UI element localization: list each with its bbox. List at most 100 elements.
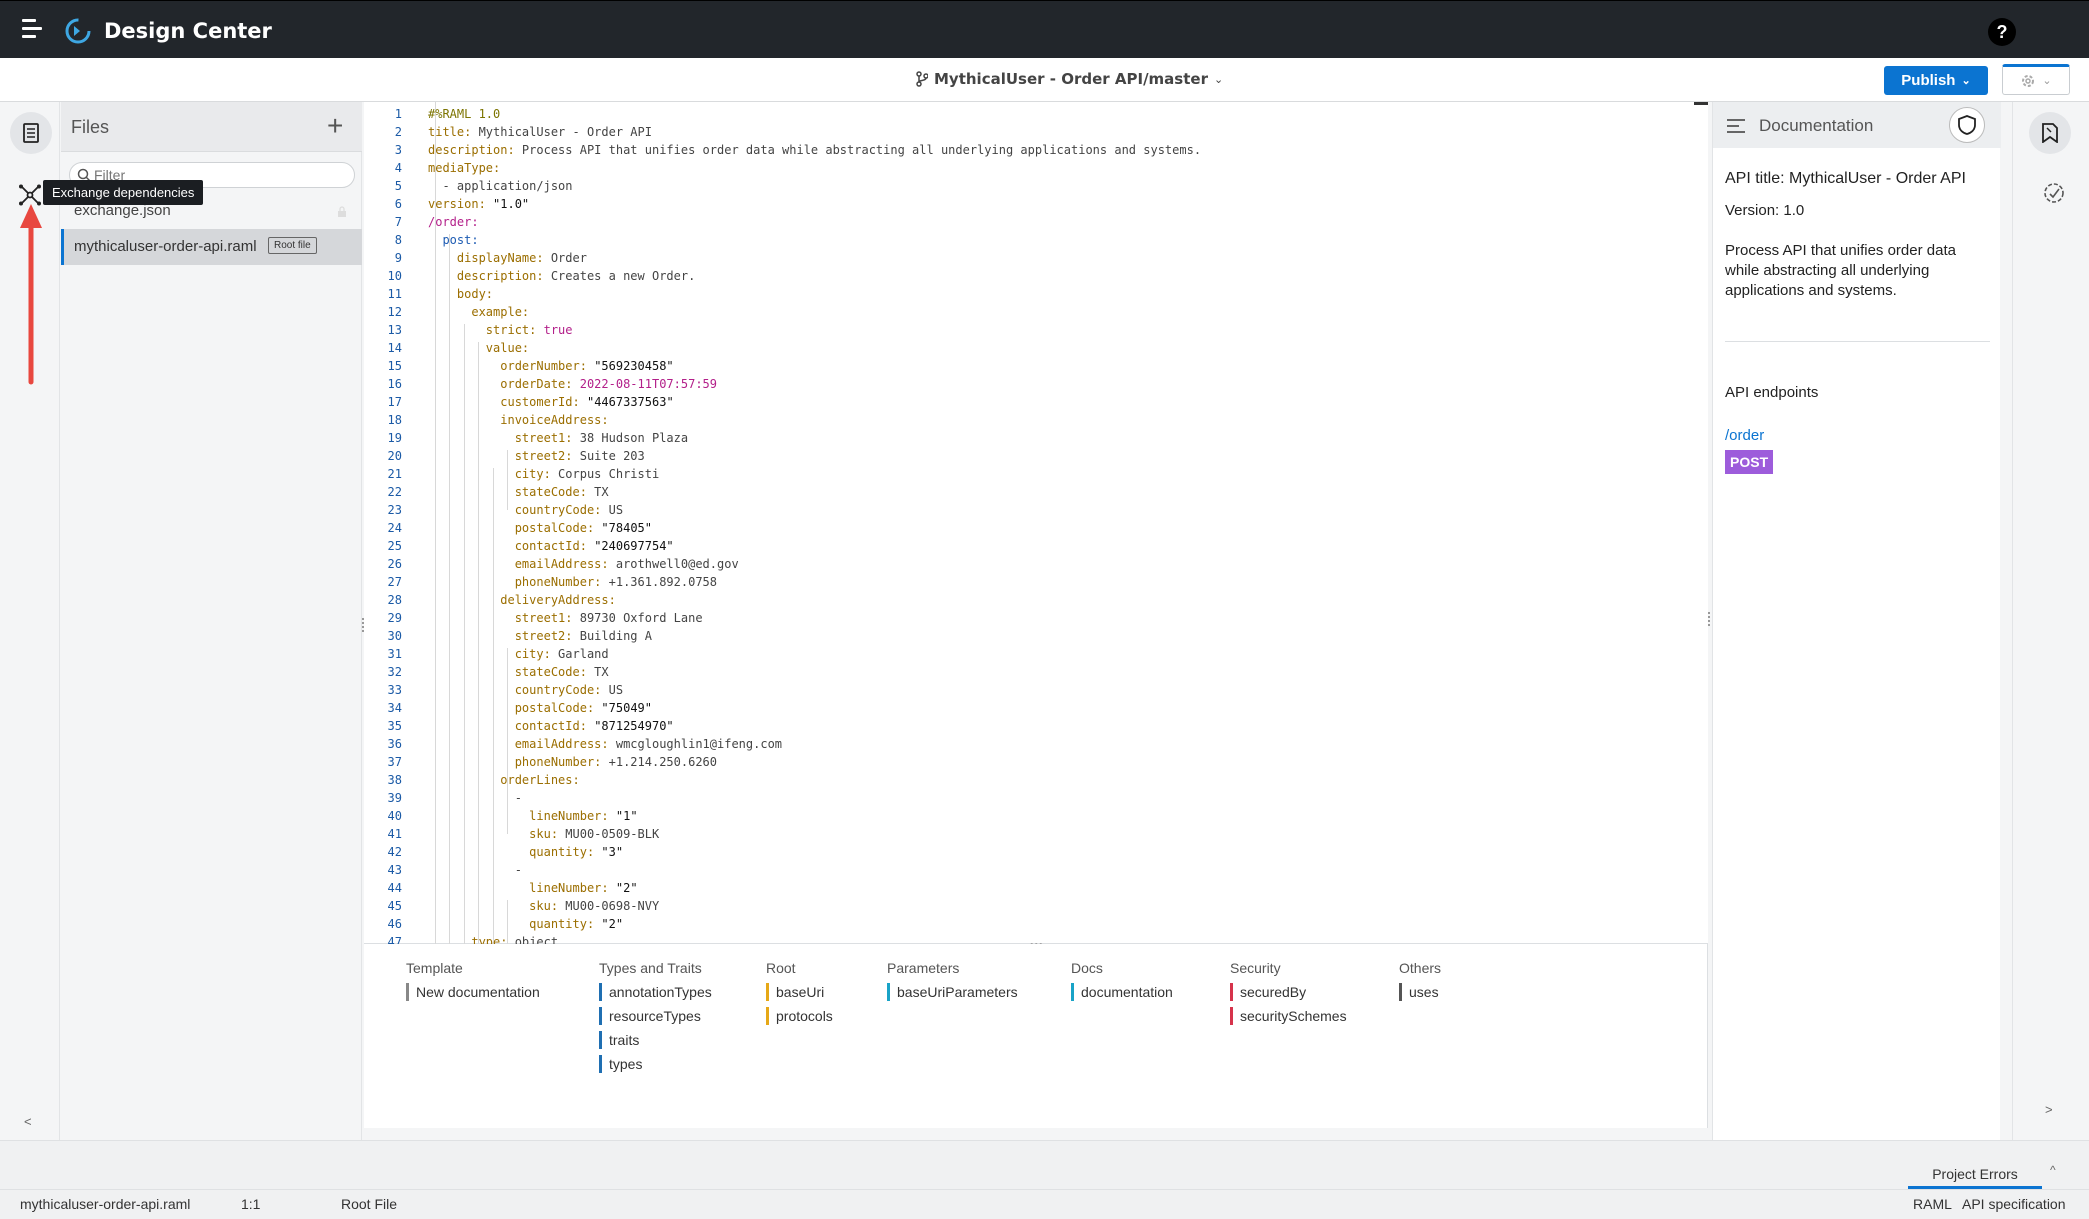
settings-button[interactable]: ⌄	[2002, 64, 2070, 95]
code-line[interactable]: emailAddress: arothwell0@ed.gov	[514, 557, 739, 571]
filter-input[interactable]	[69, 162, 355, 188]
code-line[interactable]: lineNumber: "1"	[529, 809, 638, 823]
files-resize-handle[interactable]	[362, 618, 364, 632]
code-line[interactable]: customerId: "4467337563"	[500, 395, 674, 409]
chevron-up-icon[interactable]: ^	[2050, 1163, 2056, 1177]
code-line[interactable]: orderLines:	[500, 773, 580, 787]
code-line[interactable]: quantity: "2"	[529, 917, 624, 931]
endpoint-link[interactable]: /order	[1725, 427, 1765, 444]
code-line[interactable]: mediaType:	[428, 161, 501, 175]
code-line[interactable]: orderNumber: "569230458"	[500, 359, 674, 373]
list-icon[interactable]	[1727, 118, 1745, 134]
publish-button[interactable]: Publish ⌄	[1884, 66, 1988, 95]
add-file-button[interactable]: +	[327, 110, 344, 141]
code-line[interactable]: #%RAML 1.0	[428, 107, 501, 121]
file-item-exchange-json[interactable]: exchange.json	[74, 202, 171, 219]
hint-item-protocols[interactable]: protocols	[766, 1006, 833, 1030]
help-button[interactable]: ?	[1988, 18, 2016, 46]
line-number: 40	[387, 809, 402, 823]
code-line[interactable]: street2: Suite 203	[514, 449, 645, 463]
code-line[interactable]: sku: MU00-0698-NVY	[529, 899, 660, 913]
files-title: Files	[71, 117, 110, 137]
hint-item-uses[interactable]: uses	[1399, 982, 1441, 1006]
docs-resize-handle[interactable]	[1708, 612, 1710, 626]
code-line[interactable]: invoiceAddress:	[500, 413, 609, 427]
hint-item-baseuriparameters[interactable]: baseUriParameters	[887, 982, 1018, 1006]
code-line[interactable]: stateCode: TX	[514, 485, 609, 499]
files-panel-button[interactable]	[10, 112, 52, 154]
file-item-root-raml[interactable]: mythicaluser-order-api.raml Root file	[61, 229, 362, 265]
code-line[interactable]: countryCode: US	[514, 683, 624, 697]
exchange-dependencies-icon[interactable]	[18, 184, 42, 206]
line-number: 28	[387, 593, 402, 607]
code-line[interactable]: type: object	[471, 935, 559, 944]
code-line[interactable]: post:	[442, 233, 479, 247]
code-line[interactable]: quantity: "3"	[529, 845, 624, 859]
line-number: 12	[387, 305, 402, 319]
hint-item-documentation[interactable]: documentation	[1071, 982, 1173, 1006]
project-bar: MythicalUser - Order API/master ⌄ Publis…	[0, 58, 2089, 102]
code-line[interactable]: /order:	[428, 215, 479, 229]
security-shield-button[interactable]	[1949, 107, 1985, 143]
root-file-badge: Root file	[268, 237, 317, 254]
expand-right-button[interactable]: >	[2045, 1102, 2053, 1117]
code-line[interactable]: orderDate: 2022-08-11T07:57:59	[500, 377, 718, 391]
api-mocking-icon[interactable]	[2043, 182, 2065, 204]
method-badge-post[interactable]: POST	[1725, 450, 1774, 474]
code-line[interactable]: displayName: Order	[456, 251, 587, 265]
hamburger-menu-icon[interactable]	[22, 19, 44, 39]
code-line[interactable]: sku: MU00-0509-BLK	[529, 827, 660, 841]
status-cursor-position: 1:1	[241, 1196, 261, 1212]
line-number: 36	[387, 737, 402, 751]
documentation-panel-button[interactable]	[2029, 112, 2071, 154]
line-number: 31	[387, 647, 402, 661]
code-line[interactable]: countryCode: US	[514, 503, 624, 517]
hint-item-securityschemes[interactable]: securitySchemes	[1230, 1006, 1347, 1030]
code-line[interactable]: body:	[456, 287, 494, 301]
code-line[interactable]: street1: 89730 Oxford Lane	[514, 611, 703, 625]
hint-item-baseuri[interactable]: baseUri	[766, 982, 833, 1006]
branch-selector[interactable]: MythicalUser - Order API/master ⌄	[916, 70, 1223, 88]
code-line[interactable]: emailAddress: wmcgloughlin1@ifeng.com	[514, 737, 783, 751]
code-line[interactable]: contactId: "871254970"	[514, 719, 674, 733]
code-line[interactable]: -	[428, 863, 522, 877]
line-number: 26	[387, 557, 402, 571]
hint-item-securedby[interactable]: securedBy	[1230, 982, 1347, 1006]
hint-item-annotationtypes[interactable]: annotationTypes	[599, 982, 712, 1006]
code-line[interactable]: street1: 38 Hudson Plaza	[514, 431, 689, 445]
chevron-down-icon: ⌄	[1213, 72, 1224, 86]
code-line[interactable]: street2: Building A	[514, 629, 652, 643]
scroll-indicator[interactable]	[1694, 102, 1708, 105]
code-line[interactable]: title: MythicalUser - Order API	[428, 125, 652, 139]
code-line[interactable]: - application/json	[428, 179, 573, 193]
code-line[interactable]: strict: true	[485, 323, 573, 337]
api-version: Version: 1.0	[1725, 202, 1805, 219]
code-line[interactable]: lineNumber: "2"	[529, 881, 638, 895]
code-area[interactable]: #%RAML 1.0 title: MythicalUser - Order AP…	[428, 102, 1668, 944]
code-line[interactable]: example:	[471, 305, 530, 319]
code-line[interactable]: city: Garland	[514, 647, 609, 661]
hint-item-resourcetypes[interactable]: resourceTypes	[599, 1006, 712, 1030]
code-line[interactable]: value:	[485, 341, 530, 355]
hint-item-new-documentation[interactable]: New documentation	[406, 982, 540, 1006]
code-line[interactable]: phoneNumber: +1.361.892.0758	[514, 575, 717, 589]
code-line[interactable]: description: Process API that unifies or…	[428, 143, 1202, 157]
hint-group-title: Others	[1399, 960, 1442, 976]
hint-item-traits[interactable]: traits	[599, 1030, 712, 1054]
collapse-left-button[interactable]: <	[24, 1114, 32, 1129]
code-line[interactable]: stateCode: TX	[514, 665, 609, 679]
code-line[interactable]: postalCode: "75049"	[514, 701, 652, 715]
code-line[interactable]: city: Corpus Christi	[514, 467, 660, 481]
hint-item-types[interactable]: types	[599, 1054, 712, 1078]
code-line[interactable]: postalCode: "78405"	[514, 521, 652, 535]
code-line[interactable]: version: "1.0"	[428, 197, 530, 211]
code-line[interactable]: -	[428, 791, 522, 805]
code-line[interactable]: description: Creates a new Order.	[456, 269, 696, 283]
tab-project-errors[interactable]: Project Errors	[1908, 1159, 2042, 1189]
code-line[interactable]: phoneNumber: +1.214.250.6260	[514, 755, 717, 769]
code-line[interactable]: contactId: "240697754"	[514, 539, 674, 553]
code-line[interactable]: deliveryAddress:	[500, 593, 616, 607]
